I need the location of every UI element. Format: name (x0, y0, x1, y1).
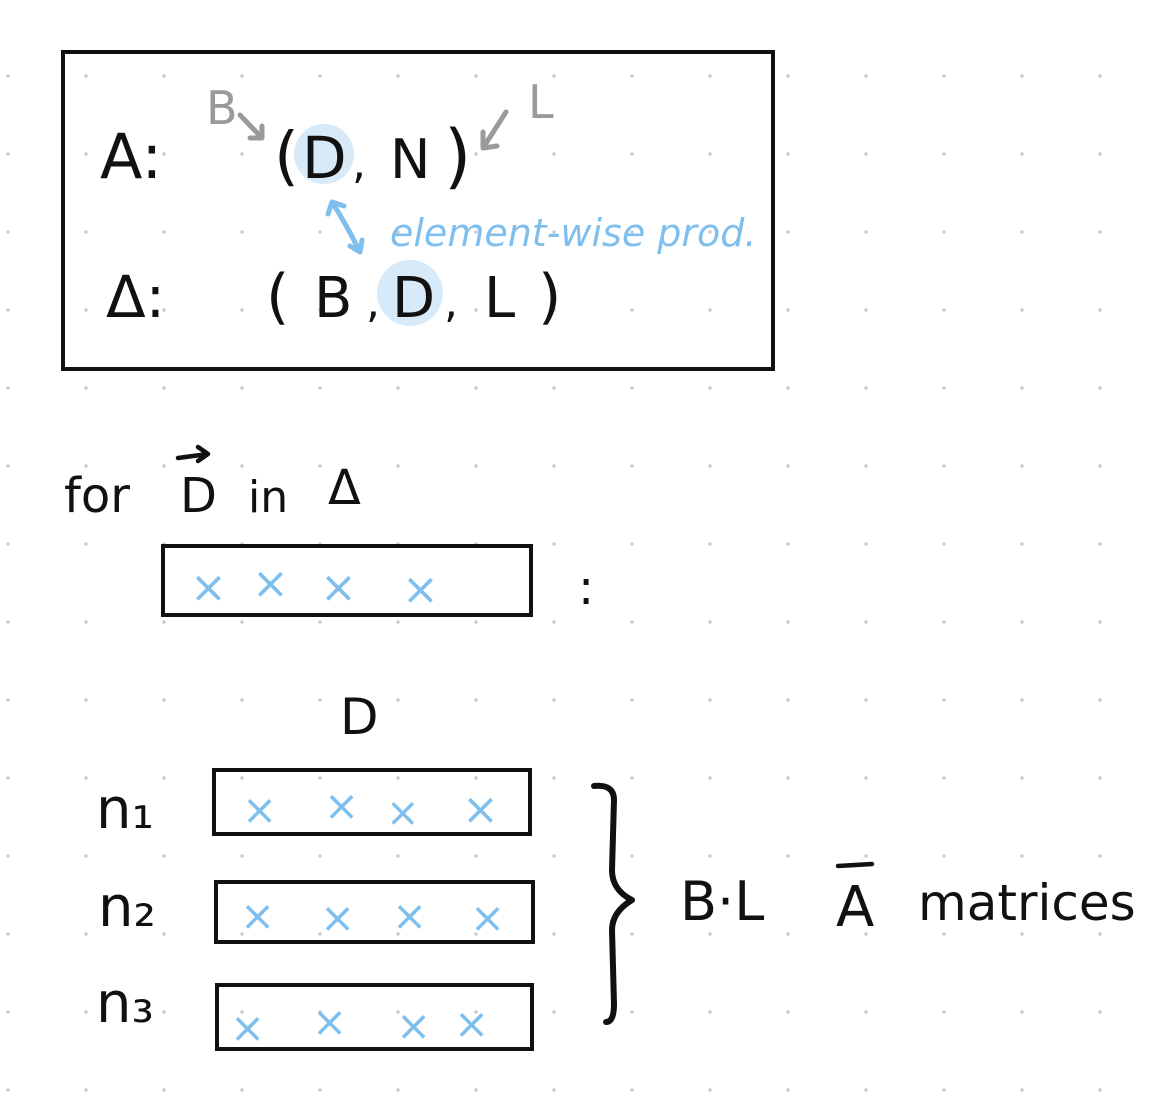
matrix-mark: × (242, 785, 277, 834)
matrix-mark: × (320, 893, 355, 942)
matrix-row-n1 (212, 768, 532, 836)
vector-d-box (161, 544, 533, 617)
vector-mark: × (190, 562, 227, 613)
shape-definition-box (61, 50, 775, 371)
arrow-b-icon (237, 112, 265, 141)
row1-open-paren: ( (274, 120, 299, 194)
row1-label: A: (100, 120, 162, 193)
note-b: B (206, 81, 238, 135)
arrow-l-icon (480, 109, 509, 151)
brace-label-bl: B·L (680, 870, 764, 933)
vector-arrow-icon (175, 444, 211, 464)
vector-mark: × (320, 562, 357, 613)
vector-mark: × (252, 558, 289, 609)
brace-label-abar: A (836, 875, 874, 940)
loop-colon: : (578, 560, 594, 616)
row1-comma: , (352, 138, 366, 189)
row2-label: Δ: (106, 263, 165, 331)
matrix-mark: × (324, 781, 359, 830)
curly-brace-icon (591, 782, 635, 1025)
row1-close-paren: ) (444, 115, 471, 197)
row2-open-paren: ( (266, 262, 289, 332)
note-elementwise: element-wise prod. (390, 211, 757, 255)
loop-in: in (248, 472, 288, 523)
matrix-mark: × (454, 999, 489, 1048)
row1-d: D (302, 124, 347, 192)
note-l: L (528, 75, 554, 129)
matrix-mark: × (462, 784, 499, 835)
row-label-n2: n₂ (98, 875, 156, 940)
matrix-mark: × (396, 1001, 431, 1050)
vector-mark: × (402, 564, 439, 615)
matrix-mark: × (312, 997, 347, 1046)
column-label-d: D (340, 688, 379, 746)
matrix-row-n2 (214, 880, 535, 944)
matrix-mark: × (386, 790, 420, 836)
elementwise-arrow-icon (325, 199, 365, 255)
loop-delta: Δ (328, 460, 361, 516)
matrix-mark: × (470, 893, 505, 942)
row-label-n1: n₁ (96, 777, 154, 842)
loop-for: for (64, 468, 130, 524)
row2-b: B (314, 266, 352, 331)
row2-close-paren: ) (538, 262, 561, 332)
highlight-d-in-a (294, 124, 354, 184)
brace-label-rest: matrices (918, 874, 1136, 932)
row2-comma1: , (366, 277, 380, 328)
row-label-n3: n₃ (96, 971, 154, 1036)
row2-comma2: , (444, 277, 458, 328)
row2-d: D (392, 266, 435, 331)
matrix-row-n3 (215, 983, 534, 1051)
highlight-d-in-delta (377, 260, 443, 326)
matrix-mark: × (240, 891, 275, 940)
matrix-mark: × (392, 891, 427, 940)
loop-vec-d: D (180, 468, 217, 524)
row2-l: L (484, 266, 515, 331)
abar-bar-icon (835, 861, 875, 869)
row1-n: N (390, 128, 430, 191)
matrix-mark: × (230, 1003, 265, 1052)
